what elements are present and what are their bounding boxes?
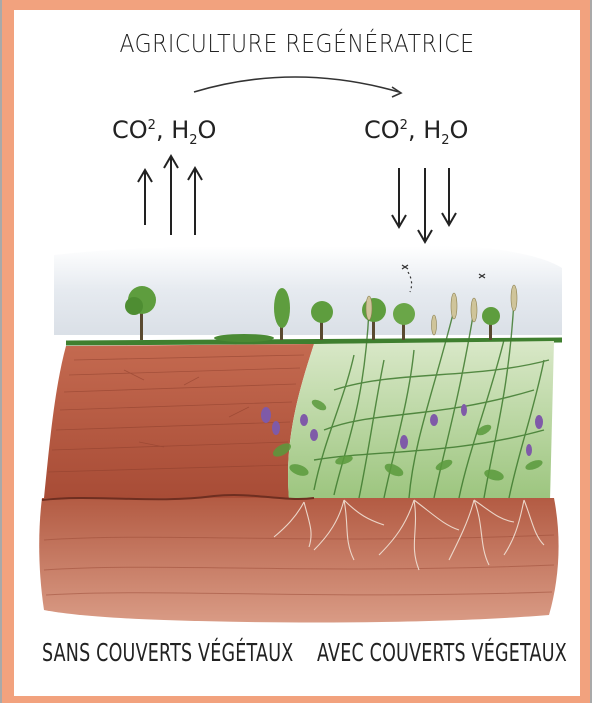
cycle-arc-arrow (194, 77, 399, 92)
soil-profile (39, 498, 558, 622)
illustration-card: AGRICULTURE REGÉNÉRATRICE CO2, H2O CO2, … (14, 10, 580, 696)
caption-without-cover: SANS COUVERTS VÉGÉTAUX (42, 640, 293, 668)
bare-soil-field (44, 344, 314, 498)
farm-scene (14, 10, 580, 696)
caption-with-cover: AVEC COUVERTS VÉGETAUX (317, 640, 567, 668)
downward-arrows (392, 168, 456, 242)
upward-arrows (138, 156, 202, 235)
